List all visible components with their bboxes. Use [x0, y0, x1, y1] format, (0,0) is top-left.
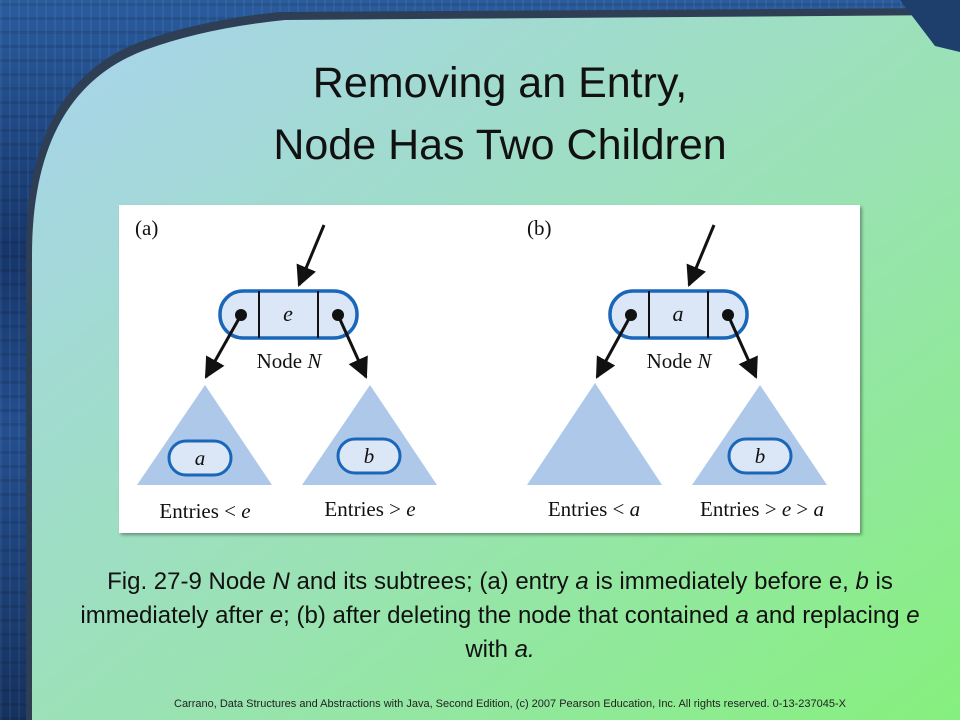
incoming-arrow [296, 224, 326, 287]
node-entry: a [673, 301, 684, 326]
left-child-arrow [595, 314, 633, 379]
right-subtree-entry-box [336, 437, 402, 475]
panel-b-tag: (b) [527, 216, 552, 240]
panel-a-tag: (a) [135, 216, 158, 240]
copyright-footer: Carrano, Data Structures and Abstraction… [174, 698, 846, 710]
title-line-1: Removing an Entry, [312, 59, 688, 107]
panel-a: (a) e Node N a b Entries < e Entries > e [135, 216, 437, 523]
right-child-arrow [726, 314, 758, 379]
node-label: Node N [257, 349, 323, 373]
node-label: Node N [647, 349, 713, 373]
node-n-box [218, 289, 359, 340]
right-subtree-entry-box [727, 437, 793, 475]
right-subtree-entry: b [364, 444, 375, 468]
right-subtree [692, 385, 827, 485]
tree-figure: (a) e Node N a b Entries < e Entries > e… [119, 205, 860, 533]
left-subtree-entry: a [195, 446, 206, 470]
left-subtree-caption: Entries < e [159, 499, 250, 523]
right-child-arrow [336, 314, 368, 379]
slide-title: Removing an Entry, Node Has Two Children [150, 52, 850, 176]
node-n-box [608, 289, 749, 340]
right-subtree-caption: Entries > e [324, 497, 415, 521]
right-subtree-entry: b [755, 444, 766, 468]
left-child-arrow [204, 314, 243, 379]
left-subtree [527, 383, 662, 485]
title-line-2: Node Has Two Children [273, 121, 727, 169]
left-subtree-entry-box [167, 439, 233, 477]
right-subtree [302, 385, 437, 485]
incoming-arrow [686, 224, 716, 287]
node-entry: e [283, 301, 293, 326]
tree-diagram: (a) e Node N a b Entries < e Entries > e… [135, 216, 827, 523]
panel-b: (b) a Node N b Entries < a Entries > e >… [527, 216, 827, 521]
left-subtree-caption: Entries < a [548, 497, 640, 521]
figure-caption: Fig. 27-9 Node N and its subtrees; (a) e… [80, 568, 920, 663]
right-subtree-caption: Entries > e > a [700, 497, 824, 521]
